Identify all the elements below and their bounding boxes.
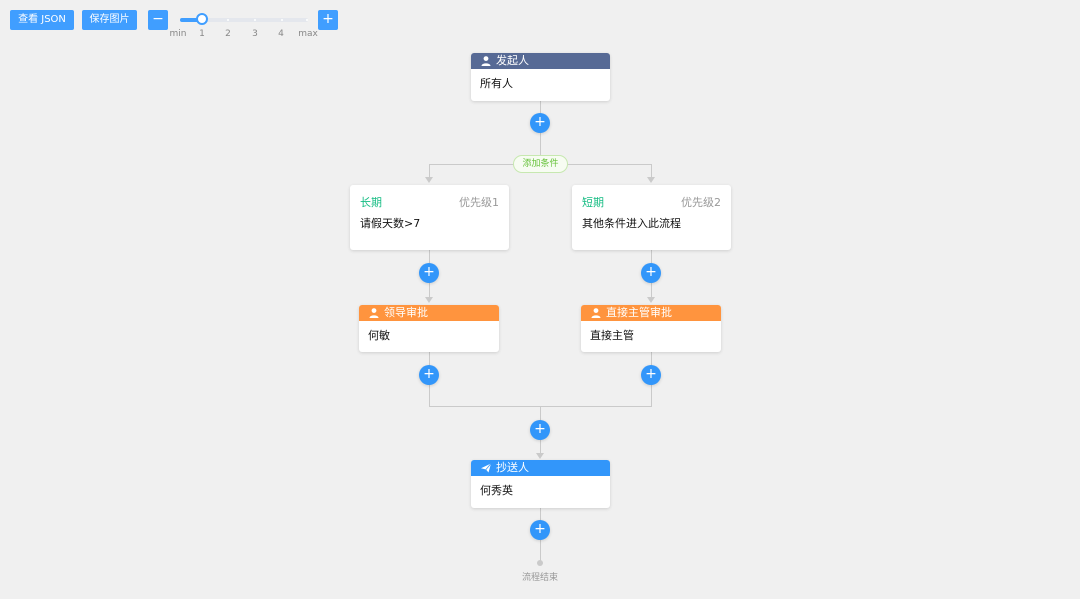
start-node-title: 发起人: [496, 54, 529, 67]
approver-node-supervisor[interactable]: 直接主管审批 直接主管: [581, 305, 721, 352]
approver-node-header: 领导审批: [359, 305, 499, 321]
zoom-mark: 2: [225, 29, 231, 39]
condition-node-short[interactable]: 短期 优先级2 其他条件进入此流程: [572, 185, 731, 250]
approver-node-title: 领导审批: [384, 306, 428, 319]
condition-priority: 优先级1: [459, 196, 499, 209]
slider-stop: [281, 19, 283, 21]
add-node-button[interactable]: +: [641, 263, 661, 283]
cc-node[interactable]: 抄送人 何秀英: [471, 460, 610, 508]
zoom-in-button[interactable]: +: [318, 10, 338, 30]
approver-node-header: 直接主管审批: [581, 305, 721, 321]
approver-node-title: 直接主管审批: [606, 306, 672, 319]
add-node-button[interactable]: +: [530, 113, 550, 133]
start-node-content: 所有人: [480, 77, 513, 90]
zoom-mark: max: [298, 29, 318, 39]
view-json-button[interactable]: 查看 JSON: [10, 10, 74, 30]
add-condition-button[interactable]: 添加条件: [513, 155, 568, 173]
zoom-mark: 3: [252, 29, 258, 39]
user-icon: [369, 308, 379, 318]
zoom-slider-fill: [180, 18, 202, 22]
cc-node-content: 何秀英: [480, 484, 513, 497]
zoom-slider-handle[interactable]: [196, 13, 208, 25]
condition-content: 其他条件进入此流程: [582, 217, 681, 230]
approver-node-content: 何敏: [368, 329, 390, 342]
start-node[interactable]: 发起人 所有人: [471, 53, 610, 101]
save-image-button[interactable]: 保存图片: [82, 10, 137, 30]
zoom-mark: 1: [199, 29, 205, 39]
cc-node-title: 抄送人: [496, 461, 529, 474]
zoom-slider[interactable]: [180, 18, 308, 22]
add-node-button[interactable]: +: [530, 520, 550, 540]
end-label: 流程结束: [521, 573, 558, 583]
zoom-out-button[interactable]: −: [148, 10, 168, 30]
end-dot: [537, 560, 543, 566]
add-node-button[interactable]: +: [419, 263, 439, 283]
slider-stop: [254, 19, 256, 21]
condition-title: 长期: [360, 196, 382, 209]
slider-stop: [227, 19, 229, 21]
start-node-header: 发起人: [471, 53, 610, 69]
cc-node-header: 抄送人: [471, 460, 610, 476]
approver-node-content: 直接主管: [590, 329, 634, 342]
zoom-mark: 4: [278, 29, 284, 39]
condition-title: 短期: [582, 196, 604, 209]
add-node-button[interactable]: +: [530, 420, 550, 440]
add-node-button[interactable]: +: [641, 365, 661, 385]
zoom-mark: min: [169, 29, 187, 39]
condition-content: 请假天数>7: [360, 217, 421, 230]
condition-priority: 优先级2: [681, 196, 721, 209]
user-icon: [591, 308, 601, 318]
add-node-button[interactable]: +: [419, 365, 439, 385]
user-icon: [481, 56, 491, 66]
slider-stop: [306, 19, 308, 21]
approver-node-leader[interactable]: 领导审批 何敏: [359, 305, 499, 352]
send-icon: [481, 463, 492, 473]
condition-node-long[interactable]: 长期 优先级1 请假天数>7: [350, 185, 509, 250]
